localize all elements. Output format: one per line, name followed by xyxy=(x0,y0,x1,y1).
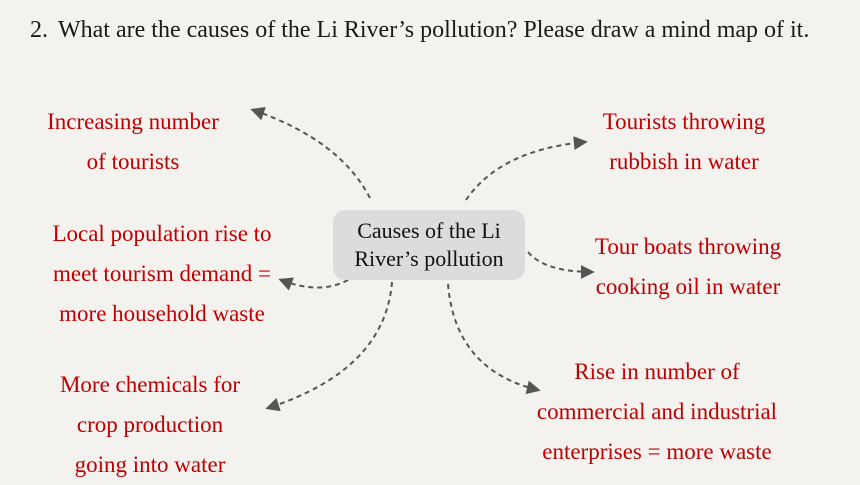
question-text: 2. What are the causes of the Li River’s … xyxy=(30,9,830,52)
question-body: What are the causes of the Li River’s po… xyxy=(58,17,810,43)
branch-line: enterprises = more waste xyxy=(542,439,772,464)
branch-line: cooking oil in water xyxy=(595,274,781,299)
branch-line: crop production xyxy=(76,412,224,437)
branch-line: Local population rise to xyxy=(52,221,272,246)
branch-line: Tourists throwing xyxy=(602,109,766,134)
arrow-to-tourists-number xyxy=(250,107,371,199)
arrow-to-oil xyxy=(527,251,595,279)
branch-local-population: Local population rise to meet tourism de… xyxy=(38,214,286,334)
central-topic-line: River’s pollution xyxy=(354,246,504,271)
central-topic-line: Causes of the Li xyxy=(357,218,501,243)
branch-line: of tourists xyxy=(86,149,180,174)
arrow-to-rubbish xyxy=(465,136,588,201)
branch-line: Increasing number xyxy=(47,109,219,134)
arrow-to-chemicals xyxy=(265,281,393,412)
branch-line: meet tourism demand = xyxy=(52,261,271,286)
branch-enterprises: Rise in number of commercial and industr… xyxy=(522,352,792,472)
branch-line: More chemicals for xyxy=(59,372,241,397)
central-topic: Causes of the Li River’s pollution xyxy=(333,210,525,280)
branch-line: going into water xyxy=(74,452,226,477)
question-number: 2. xyxy=(30,17,48,43)
branch-tourists-rubbish: Tourists throwing rubbish in water xyxy=(592,102,776,182)
branch-chemicals: More chemicals for crop production going… xyxy=(48,365,252,485)
branch-line: Rise in number of xyxy=(574,359,740,384)
branch-line: rubbish in water xyxy=(609,149,759,174)
arrow-to-enterprises xyxy=(447,283,541,395)
branch-tour-boats-oil: Tour boats throwing cooking oil in water xyxy=(584,227,792,307)
branch-increasing-tourists: Increasing number of tourists xyxy=(36,102,230,182)
branch-line: commercial and industrial xyxy=(536,399,778,424)
branch-line: more household waste xyxy=(59,301,265,326)
branch-line: Tour boats throwing xyxy=(594,234,782,259)
arrow-to-local-population xyxy=(278,277,349,291)
